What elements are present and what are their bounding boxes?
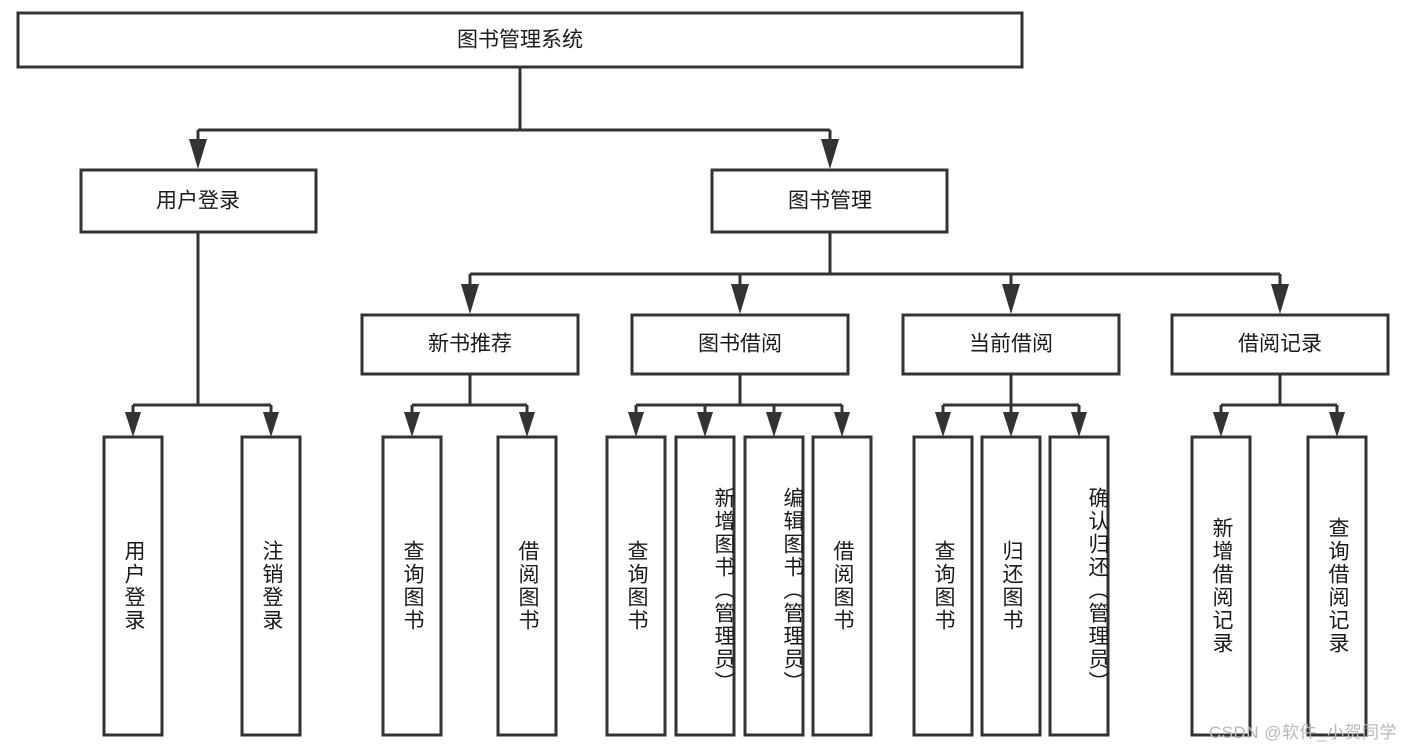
arrow-head-leaf-book-borrow-4 — [834, 412, 850, 437]
leaf-borrow-record-1-box[interactable] — [1190, 435, 1252, 737]
csdn-watermark: CSDN @软件_小贺同学 — [1208, 723, 1397, 742]
arrow-head-leaf-book-borrow-3 — [766, 412, 782, 437]
leaf-borrow-record-2-box[interactable] — [1306, 435, 1368, 737]
arrow-head-leaf-book-borrow-1 — [628, 412, 644, 437]
node-book-manage-label: 图书管理 — [788, 190, 872, 213]
node-new-book-label: 新书推荐 — [428, 333, 512, 356]
arrow-head-leaf-current-borrow-1 — [935, 412, 951, 437]
leaf-book-borrow-3-box[interactable] — [743, 435, 805, 737]
node-current-borrow-label: 当前借阅 — [969, 333, 1053, 356]
leaf-new-book-1-box[interactable] — [381, 435, 443, 737]
node-book-manage-box[interactable] — [710, 168, 949, 234]
arrow-head-current-borrow — [1002, 284, 1020, 314]
node-root-box[interactable] — [16, 11, 1024, 69]
connectors-layer — [125, 67, 1345, 437]
node-user-login-box[interactable] — [79, 168, 318, 234]
arrow-head-borrow-record — [1271, 284, 1289, 314]
arrow-head-new-book — [461, 284, 479, 314]
arrow-head-leaf-new-book-1 — [404, 412, 420, 437]
node-book-borrow-label: 图书借阅 — [698, 333, 782, 356]
leaf-new-book-2-box[interactable] — [496, 435, 558, 737]
leaf-current-borrow-3-box[interactable] — [1048, 435, 1110, 737]
arrow-head-book-manage — [821, 139, 839, 169]
leaf-book-borrow-1-box[interactable] — [605, 435, 667, 737]
leaf-current-borrow-2-box[interactable] — [980, 435, 1042, 737]
arrow-head-leaf-user-login-1 — [125, 412, 141, 437]
leaf-book-borrow-4-box[interactable] — [811, 435, 873, 737]
node-book-borrow-box[interactable] — [630, 313, 850, 376]
arrow-head-leaf-current-borrow-3 — [1071, 412, 1087, 437]
node-current-borrow-box[interactable] — [901, 313, 1121, 376]
node-user-login-label: 用户登录 — [156, 190, 240, 213]
leaf-current-borrow-1-box[interactable] — [912, 435, 974, 737]
leaf-book-borrow-2-box[interactable] — [674, 435, 736, 737]
arrow-head-leaf-new-book-2 — [519, 412, 535, 437]
arrow-head-leaf-current-borrow-2 — [1003, 412, 1019, 437]
node-borrow-record-label: 借阅记录 — [1238, 333, 1322, 356]
arrow-head-leaf-borrow-record-1 — [1213, 412, 1229, 437]
node-new-book-box[interactable] — [360, 313, 580, 376]
node-borrow-record-box[interactable] — [1170, 313, 1390, 376]
arrow-head-leaf-user-login-2 — [263, 412, 279, 437]
nodes-layer: 图书管理系统 用户登录 图书管理 新书推荐 图书借阅 当前借阅 借阅记录 — [16, 11, 1390, 737]
leaf-user-login-1-box[interactable] — [102, 435, 164, 737]
leaf-user-login-2-box[interactable] — [240, 435, 302, 737]
arrow-head-leaf-book-borrow-2 — [697, 412, 713, 437]
node-root-label: 图书管理系统 — [457, 29, 583, 52]
arrow-head-book-borrow — [731, 284, 749, 314]
arrow-head-user-login — [189, 139, 207, 169]
arrow-head-leaf-borrow-record-2 — [1329, 412, 1345, 437]
